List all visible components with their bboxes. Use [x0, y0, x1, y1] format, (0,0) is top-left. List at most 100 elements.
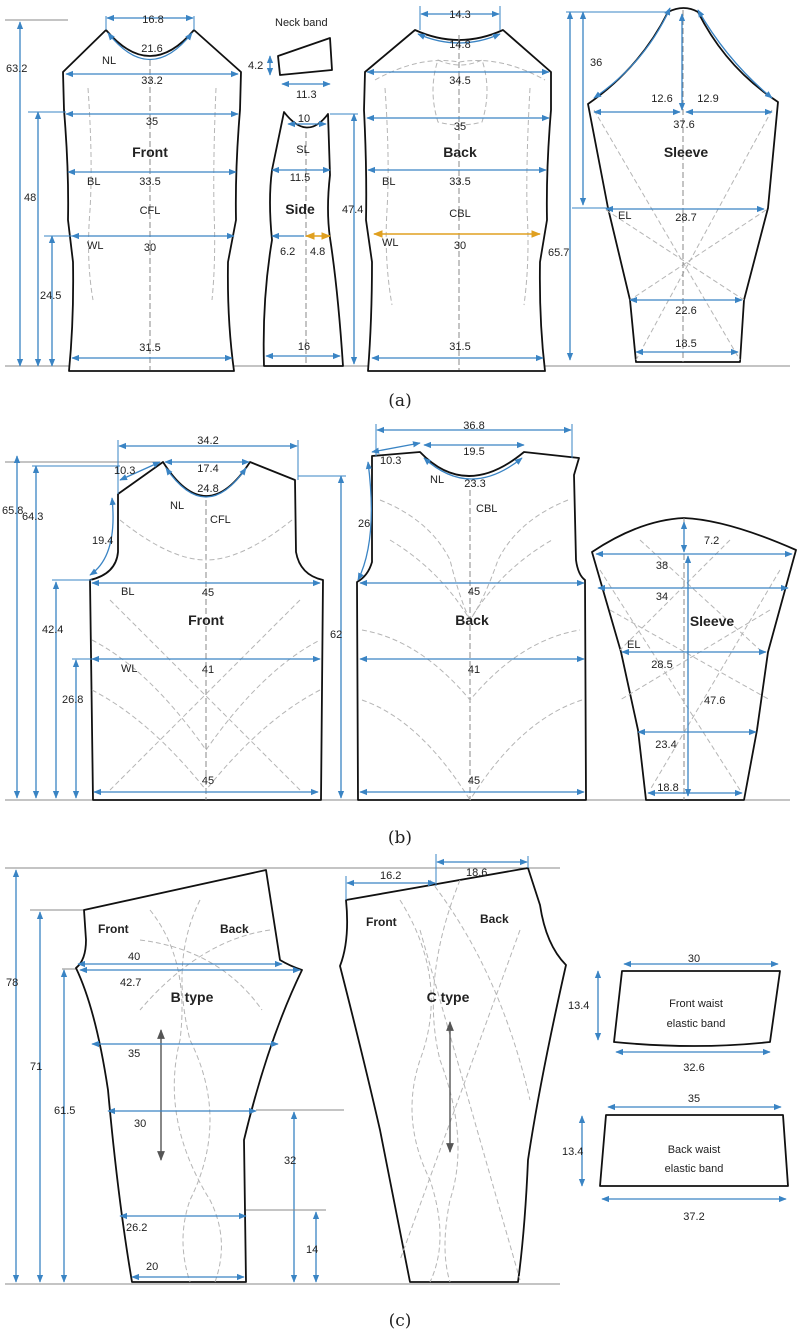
side-bust: 11.5	[290, 172, 311, 184]
caption-c: (c)	[389, 1311, 412, 1331]
b-hip-curve: 42.7	[120, 977, 141, 989]
front-label-wl-b: WL	[121, 663, 138, 675]
back-label-wl-a: WL	[382, 237, 399, 249]
back-neck-open-b: 19.5	[463, 446, 484, 458]
back-bust-b: 45	[468, 586, 480, 598]
front-hem-b: 45	[202, 775, 214, 787]
side-title: Side	[285, 201, 315, 217]
front-title-b: Front	[188, 612, 224, 628]
front-label-bl-b: BL	[121, 586, 134, 598]
sleeve-label-el-a: EL	[618, 210, 631, 222]
back-neck-curve-a: 14.8	[449, 39, 470, 51]
back-shoulder-top-b: 10.3	[380, 455, 401, 467]
side-length: 47.4	[342, 204, 363, 216]
sleeve-a: 36 12.6 12.9 37.6 Sleeve EL 28.7 22.6 18…	[548, 7, 779, 363]
b-calf-to-hem: 14	[306, 1244, 318, 1256]
front-band-height: 13.4	[568, 1000, 589, 1012]
b-knee: 30	[134, 1118, 146, 1130]
b-knee-to-hem: 32	[284, 1155, 296, 1167]
shoulder-a: 33.2	[141, 75, 162, 87]
b-hem: 20	[146, 1261, 158, 1273]
back-title-b: Back	[455, 612, 489, 628]
back-label-nl-b: NL	[430, 474, 444, 486]
pants-b-type: Front Back 40 42.7 B type 35 30 26.2 20 …	[6, 869, 344, 1283]
sleeve-forearm-b: 23.4	[655, 739, 676, 751]
side-panel-a: 10 SL 11.5 Side 6.2 4.8 16 47.4	[262, 111, 363, 367]
sleeve-length-a: 65.7	[548, 247, 569, 259]
waist-to-hem-a: 24.5	[40, 290, 61, 302]
front-bust-to-hem-b: 42.4	[42, 624, 63, 636]
back-bodice-b: 36.8 10.3 19.5 NL 23.3 CBL 26 45 Back 41…	[356, 420, 587, 801]
neckband-title: Neck band	[275, 17, 328, 29]
back-neck-curve-b: 23.3	[464, 478, 485, 490]
front-band-top: 30	[688, 953, 700, 965]
front-neck-open-b: 17.4	[197, 463, 218, 475]
back-band-bottom: 37.2	[683, 1211, 704, 1223]
b-back-label: Back	[220, 922, 249, 936]
back-hem-b: 45	[468, 775, 480, 787]
front-band-title-1: Front waist	[669, 998, 723, 1010]
neckband-a: Neck band 4.2 11.3	[248, 17, 333, 101]
b-hip: 40	[128, 951, 140, 963]
b-front-label: Front	[98, 922, 129, 936]
back-chest-a: 35	[454, 121, 466, 133]
sleeve-forearm-a: 22.6	[675, 305, 696, 317]
total-length-a: 63.2	[6, 63, 27, 75]
chest-a: 35	[146, 116, 158, 128]
label-bl-a: BL	[87, 176, 100, 188]
front-bust-b: 45	[202, 587, 214, 599]
b-inseam: 61.5	[54, 1105, 75, 1117]
back-shoulder-a: 34.5	[449, 75, 470, 87]
back-title-a: Back	[443, 144, 477, 160]
neck-width-a: 16.8	[142, 14, 163, 26]
back-label-bl-a: BL	[382, 176, 395, 188]
back-band-top: 35	[688, 1093, 700, 1105]
caption-b: (b)	[388, 828, 412, 848]
label-nl-a: NL	[102, 55, 116, 67]
neckband-length: 11.3	[296, 89, 317, 101]
c-type-title: C type	[427, 989, 470, 1005]
back-waist-band: 35 13.4 Back waist elastic band 37.2	[562, 1093, 789, 1223]
sleeve-elbow-b: 28.5	[651, 659, 672, 671]
sleeve-cap-left-a: 12.6	[651, 93, 672, 105]
front-band-title-2: elastic band	[667, 1018, 726, 1030]
c-back-top: 18.6	[466, 867, 487, 879]
neckband-height: 4.2	[248, 60, 263, 72]
sleeve-title-a: Sleeve	[664, 144, 709, 160]
side-top: 10	[298, 113, 310, 125]
c-front-top: 16.2	[380, 870, 401, 882]
back-hem-a: 31.5	[449, 341, 470, 353]
c-back-label: Back	[480, 912, 509, 926]
sleeve-elbow-a: 28.7	[675, 212, 696, 224]
side-hem: 16	[298, 341, 310, 353]
front-band-bottom: 32.6	[683, 1062, 704, 1074]
back-label-cbl-a: CBL	[449, 208, 470, 220]
sleeve-cap-right-a: 12.9	[697, 93, 718, 105]
b-thigh: 35	[128, 1048, 140, 1060]
sleeve-bicep-b: 34	[656, 591, 668, 603]
back-bodice-a: 14.3 14.8 34.5 35 Back BL 33.5 CBL WL 30…	[363, 6, 552, 372]
panel-b: 34.2 10.3 17.4 24.8 NL CFL 19.4 BL 45 Fr…	[2, 420, 797, 848]
front-label-nl-b: NL	[170, 500, 184, 512]
waist-a: 30	[144, 242, 156, 254]
front-waist-b: 41	[202, 664, 214, 676]
back-armhole-b: 26	[358, 518, 370, 530]
back-width-b: 36.8	[463, 420, 484, 432]
back-waist-a: 30	[454, 240, 466, 252]
side-waist-left: 6.2	[280, 246, 295, 258]
b-calf: 26.2	[126, 1222, 147, 1234]
sleeve-cap-b: 38	[656, 560, 668, 572]
front-waist-to-hem-b: 26.8	[62, 694, 83, 706]
back-band-height: 13.4	[562, 1146, 583, 1158]
front-side-len-b: 62	[330, 629, 342, 641]
front-title-a: Front	[132, 144, 168, 160]
front-neck-curve-b: 24.8	[197, 483, 218, 495]
sleeve-bicep-a: 37.6	[673, 119, 694, 131]
back-band-title-1: Back waist	[668, 1144, 721, 1156]
b-type-title: B type	[171, 989, 214, 1005]
bust-to-hem-a: 48	[24, 192, 36, 204]
back-label-cbl-b: CBL	[476, 503, 497, 515]
c-front-label: Front	[366, 915, 397, 929]
sleeve-cap-height-b: 7.2	[704, 535, 719, 547]
